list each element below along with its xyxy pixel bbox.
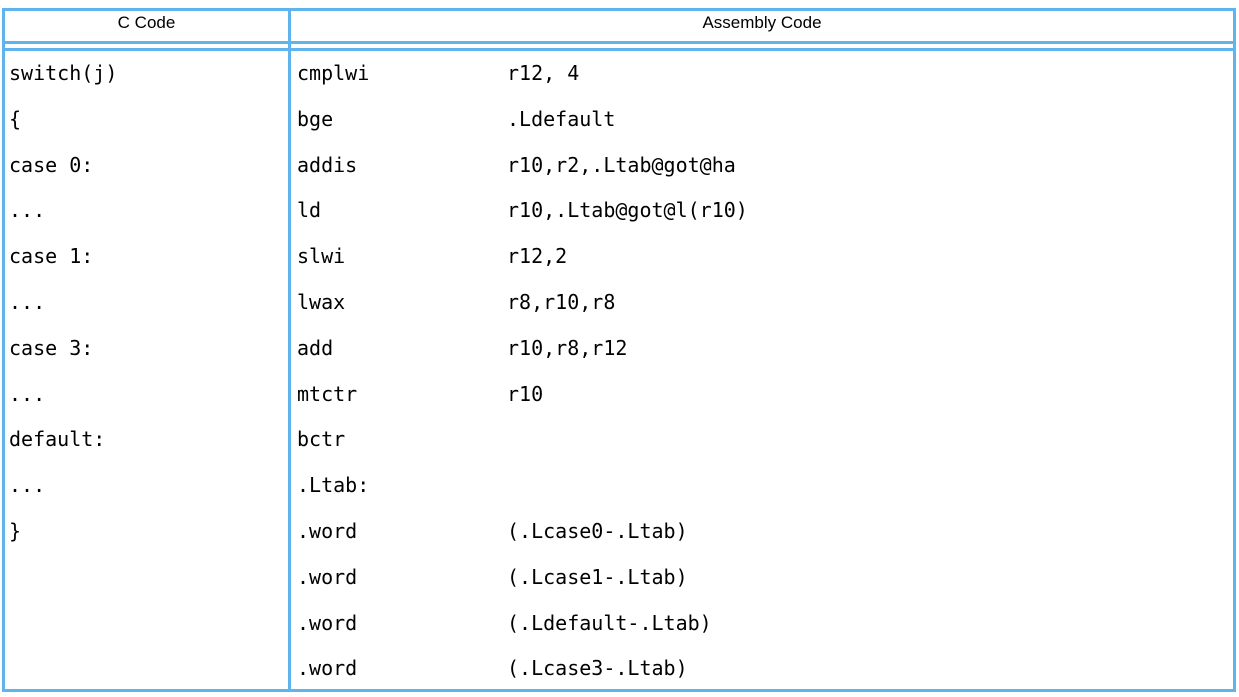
assembly-operands: r10 xyxy=(507,381,544,406)
assembly-line: lwax r8,r10,r8 xyxy=(297,280,1233,326)
double-rule-right-segment xyxy=(291,44,1233,48)
assembly-operands: r10,r8,r12 xyxy=(507,335,628,360)
assembly-operands: .Ldefault xyxy=(507,106,616,131)
c-code-line: { xyxy=(9,106,22,131)
c-code-line: case 3: xyxy=(9,335,94,360)
assembly-mnemonic: slwi xyxy=(297,244,346,269)
assembly-mnemonic: .word xyxy=(297,564,358,589)
double-rule-left-segment xyxy=(5,44,291,48)
assembly-line: bctr xyxy=(297,417,1233,463)
assembly-operands: (.Lcase0-.Ltab) xyxy=(507,518,688,543)
assembly-line: .word (.Ldefault-.Ltab) xyxy=(297,601,1233,647)
c-code-line: ... xyxy=(9,198,46,223)
c-code-line: case 0: xyxy=(9,152,94,177)
assembly-mnemonic: .word xyxy=(297,656,358,681)
column-header-assembly-code: Assembly Code xyxy=(702,13,822,32)
assembly-operands: (.Lcase1-.Ltab) xyxy=(507,564,688,589)
assembly-mnemonic: .word xyxy=(297,610,358,635)
assembly-mnemonic: cmplwi xyxy=(297,61,370,85)
c-code-line: ... xyxy=(9,289,46,314)
table-body-row: switch(j) { case 0:... case 1:... case 3:...… xyxy=(5,51,1233,689)
c-code-line: switch(j) xyxy=(9,61,118,85)
assembly-mnemonic: .Ltab: xyxy=(297,473,370,498)
assembly-operands: (.Ldefault-.Ltab) xyxy=(507,610,712,635)
assembly-operands: r10,r2,.Ltab@got@ha xyxy=(507,152,736,177)
code-comparison-table: C Code Assembly Code switch(j) { case 0:..… xyxy=(2,8,1236,692)
c-code-line: default: xyxy=(9,427,106,452)
c-code-line: ... xyxy=(9,381,46,406)
assembly-line: ld r10,.Ltab@got@l(r10) xyxy=(297,188,1233,234)
assembly-line: addis r10,r2,.Ltab@got@ha xyxy=(297,143,1233,189)
assembly-mnemonic: add xyxy=(297,335,334,360)
assembly-line: .word (.Lcase3-.Ltab) xyxy=(297,646,1233,689)
assembly-line: cmplwi r12, 4 xyxy=(297,51,1233,97)
c-code-line: } xyxy=(9,518,22,543)
assembly-operands: r12, 4 xyxy=(507,61,580,85)
assembly-line: .word (.Lcase1-.Ltab) xyxy=(297,555,1233,601)
column-header-c-code: C Code xyxy=(5,11,291,41)
assembly-operands: r8,r10,r8 xyxy=(507,289,616,314)
table-header-row: C Code Assembly Code xyxy=(5,11,1233,41)
assembly-operands: r10,.Ltab@got@l(r10) xyxy=(507,198,748,223)
assembly-line: .word (.Lcase0-.Ltab) xyxy=(297,509,1233,555)
assembly-mnemonic: mtctr xyxy=(297,381,358,406)
assembly-line: bge .Ldefault xyxy=(297,97,1233,143)
c-code-cell: switch(j) { case 0:... case 1:... case 3:...… xyxy=(5,51,291,689)
assembly-operands: (.Lcase3-.Ltab) xyxy=(507,656,688,681)
assembly-mnemonic: bctr xyxy=(297,427,346,452)
assembly-line: mtctr r10 xyxy=(297,372,1233,418)
assembly-line: slwi r12,2 xyxy=(297,234,1233,280)
assembly-mnemonic: lwax xyxy=(297,289,346,314)
assembly-code-cell: cmplwi r12, 4 bge .Ldefault addis r10,r2,.Lta… xyxy=(291,51,1233,689)
assembly-line: .Ltab: xyxy=(297,463,1233,509)
assembly-mnemonic: ld xyxy=(297,198,322,223)
assembly-operands: r12,2 xyxy=(507,244,568,269)
c-code-line: ... xyxy=(9,473,46,498)
assembly-mnemonic: addis xyxy=(297,152,358,177)
assembly-line: add r10,r8,r12 xyxy=(297,326,1233,372)
assembly-mnemonic: .word xyxy=(297,518,358,543)
assembly-mnemonic: bge xyxy=(297,106,334,131)
c-code-line: case 1: xyxy=(9,244,94,269)
header-double-rule xyxy=(5,41,1233,51)
